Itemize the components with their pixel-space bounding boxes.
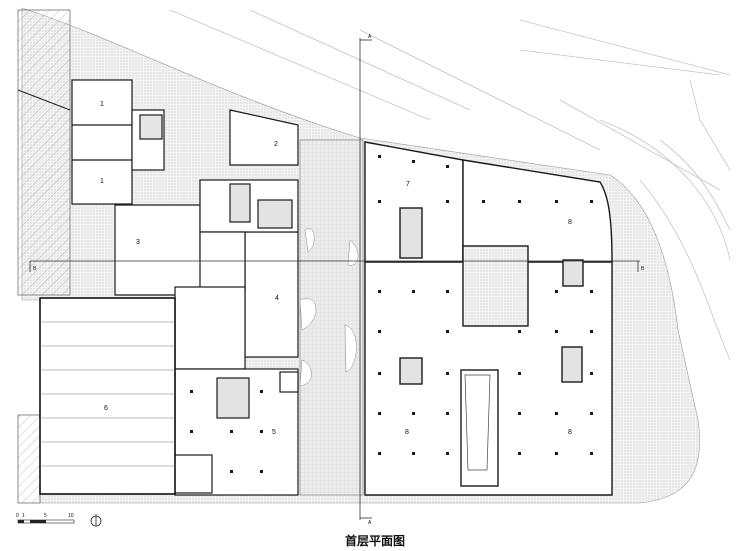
north-arrow-icon [90, 514, 102, 527]
units-1 [71, 79, 165, 205]
room-8c-label: 8 [568, 429, 572, 436]
road-lines [169, 9, 731, 361]
scale-tick-10: 10 [68, 513, 74, 519]
scale-tick-0: 0 [16, 513, 19, 519]
scale-tick-1: 1 [22, 513, 25, 519]
scale-tick-5: 5 [44, 513, 47, 519]
scale-bar [17, 519, 75, 524]
room-4 [244, 231, 299, 358]
room-8b-label: 8 [405, 429, 409, 436]
room-3-label: 3 [136, 239, 140, 246]
room-6-label: 6 [104, 405, 108, 412]
room-6 [39, 297, 176, 495]
section-a-bottom: A [368, 520, 372, 526]
section-b-left: B [33, 266, 37, 272]
hatched-zone-north [17, 9, 71, 296]
room-8a-label: 8 [568, 219, 572, 226]
hatched-zone-south [17, 414, 41, 504]
room-1b-label: 1 [100, 178, 104, 185]
room-7-label: 7 [406, 181, 410, 188]
section-a-top: A [368, 34, 372, 40]
section-line-b [29, 260, 640, 272]
drawing-caption: 首层平面图 [344, 534, 405, 548]
room-2-label: 2 [274, 141, 278, 148]
room-4-label: 4 [275, 295, 279, 302]
room-2 [229, 109, 299, 166]
atrium-void [460, 369, 499, 487]
section-b-right: B [641, 266, 645, 272]
room-5-label: 5 [272, 429, 276, 436]
section-line-a [359, 38, 372, 520]
room-1a-label: 1 [100, 101, 104, 108]
